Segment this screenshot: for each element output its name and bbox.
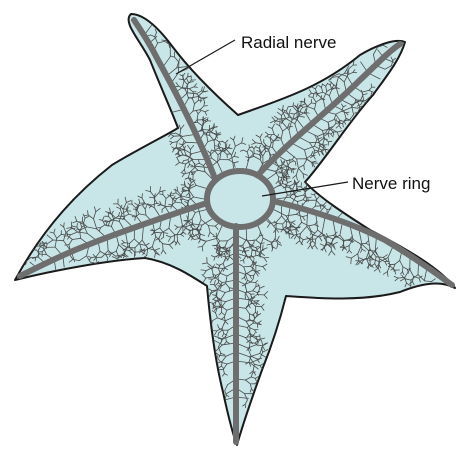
nerve-branch (136, 208, 137, 216)
radial-nerve-label: Radial nerve (241, 33, 336, 52)
nerve-branch (214, 245, 217, 246)
nerve-branch (244, 260, 245, 263)
nerve-branch (263, 245, 264, 250)
nerve-branch (218, 333, 219, 336)
nerve-branch (135, 252, 142, 253)
nerve-branch (188, 201, 189, 206)
nerve-branch (391, 264, 395, 265)
nerve-branch (169, 204, 172, 205)
nerve-branch (255, 306, 261, 307)
nerve-branch (402, 267, 403, 272)
nerve-branch (278, 177, 279, 182)
nerve-branch (252, 250, 256, 251)
radial-nerve-leader-line (176, 40, 235, 74)
nerve-branch (208, 226, 215, 227)
nerve-branch (351, 258, 352, 264)
nerve-branch (287, 176, 290, 177)
nerve-branch (154, 197, 155, 207)
nerve-branch (77, 223, 78, 227)
nerve-branch (202, 130, 209, 131)
nerve-branch (287, 176, 288, 179)
nerve-branch (228, 148, 232, 149)
nerve-branch (257, 324, 258, 328)
nerve-branch (201, 98, 206, 99)
nerve-branch (169, 44, 170, 47)
nerve-branch (163, 244, 164, 250)
nerve-branch (174, 235, 175, 241)
nerve-branch (336, 119, 337, 124)
nerve-branch (119, 216, 123, 217)
nerve-branch (278, 119, 286, 120)
nerve-branch (204, 102, 205, 106)
nerve-branch (44, 244, 45, 249)
nerve-branch (33, 250, 36, 251)
nerve-ring-label: Nerve ring (352, 174, 430, 193)
nerve-branch (185, 221, 188, 222)
nerve-branch (192, 219, 193, 224)
nerve-branch (325, 150, 329, 151)
nerve-branch (155, 232, 162, 233)
nerve-branch (218, 155, 219, 163)
